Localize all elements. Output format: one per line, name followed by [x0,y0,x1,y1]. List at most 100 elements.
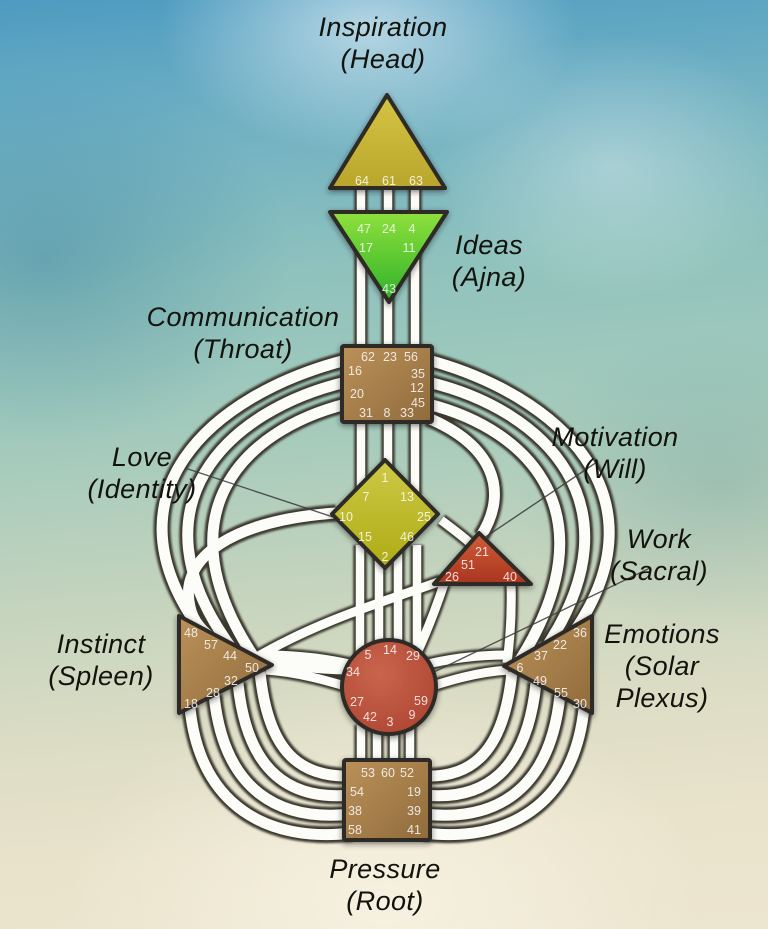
gate-number: 2 [382,550,389,564]
gate-number: 50 [245,661,259,675]
gate-number: 37 [534,649,548,663]
gate-number: 54 [350,785,364,799]
gate-number: 6 [517,661,524,675]
gate-number: 38 [348,804,362,818]
gate-number: 20 [350,387,364,401]
gate-number: 16 [348,364,362,378]
gate-number: 5 [365,648,372,662]
gate-number: 49 [533,674,547,688]
gate-number: 17 [359,241,373,255]
will-label: Motivation (Will) [551,422,678,486]
gate-number: 31 [359,406,373,420]
solar-plexus-label-line1: Emotions [604,619,720,649]
gate-number: 42 [363,710,377,724]
gate-number: 1 [382,471,389,485]
spleen-label-line1: Instinct [56,629,146,659]
gate-number: 14 [383,643,397,657]
gate-number: 59 [414,694,428,708]
gate-number: 58 [348,823,362,837]
gate-number: 18 [184,697,198,711]
gate-number: 23 [383,350,397,364]
sacral-pointer-line [433,567,651,673]
gate-number: 40 [503,570,517,584]
ajna-label: Ideas (Ajna) [452,230,526,294]
sacral-label-line2: (Sacral) [610,555,708,586]
gate-number: 13 [400,490,414,504]
ajna-label-line2: (Ajna) [451,261,527,292]
gate-number: 11 [403,241,416,255]
gate-number: 60 [381,766,395,780]
identity-label-line2: (Identity) [87,473,197,504]
identity-center [330,458,440,570]
ajna-label-line1: Ideas [454,230,524,260]
spleen-label: Instinct (Spleen) [48,629,153,693]
gate-number: 24 [382,222,396,236]
ajna-center [328,210,449,304]
throat-label-line2: (Throat) [193,333,293,364]
solar-plexus-center [502,614,594,715]
gate-number: 34 [346,665,360,679]
gate-number: 64 [355,174,369,188]
spleen-center [177,614,274,715]
solar-plexus-label-line3: Plexus) [615,682,709,713]
sacral-center [340,638,438,736]
gate-number: 43 [382,282,396,296]
centers [177,93,594,842]
gate-number: 61 [382,174,396,188]
gate-number: 36 [573,626,587,640]
gate-number: 7 [363,490,370,504]
gate-number: 55 [554,686,568,700]
gate-number: 62 [361,350,375,364]
gate-number: 33 [400,406,414,420]
root-label-line2: (Root) [346,885,424,916]
identity-pointer-line [184,467,334,518]
gate-number: 21 [475,545,489,559]
gate-number: 19 [407,785,421,799]
gate-number: 39 [407,804,421,818]
gate-number: 47 [357,222,371,236]
root-center [342,758,432,842]
gate-number: 53 [361,766,375,780]
will-label-line1: Motivation [551,422,679,452]
head-center [328,93,447,190]
gate-number: 4 [409,222,416,236]
gate-number: 27 [350,695,364,709]
solar-plexus-label: Emotions (Solar Plexus) [604,619,720,715]
solar-plexus-label-line2: (Solar [624,650,700,681]
head-label: Inspiration (Head) [319,12,448,76]
identity-label-line1: Love [111,442,173,472]
root-label: Pressure (Root) [329,854,440,918]
gate-number: 35 [411,367,425,381]
gate-number: 9 [409,708,416,722]
throat-label-line1: Communication [146,302,340,332]
gate-number: 52 [400,766,414,780]
sacral-label-line1: Work [626,524,692,554]
throat-center [340,344,434,424]
head-label-line1: Inspiration [318,12,448,42]
gate-number: 51 [461,558,475,572]
gate-number: 12 [410,381,424,395]
will-label-line2: (Will) [583,453,647,484]
gate-number: 32 [224,674,238,688]
will-center [432,531,533,586]
gate-number: 30 [573,697,587,711]
throat-label: Communication (Throat) [147,302,340,366]
gate-number: 41 [407,823,421,837]
gate-number: 3 [387,715,394,729]
channel [507,583,511,663]
gate-number: 44 [223,649,237,663]
gate-number: 10 [339,510,353,524]
gate-number: 56 [404,350,418,364]
pointer-lines [184,461,651,673]
gate-number: 48 [184,626,198,640]
will-pointer-line [483,461,598,539]
gate-number: 8 [384,406,391,420]
gate-number: 22 [553,638,567,652]
gate-number: 26 [445,570,459,584]
gate-number: 25 [417,510,431,524]
gate-number: 29 [406,649,420,663]
identity-label: Love (Identity) [87,442,196,506]
gate-numbers: 64 61 6 3 47 24 4 17 11 43 62 23 56 16 35… [184,174,587,837]
sacral-label: Work (Sacral) [610,524,708,588]
